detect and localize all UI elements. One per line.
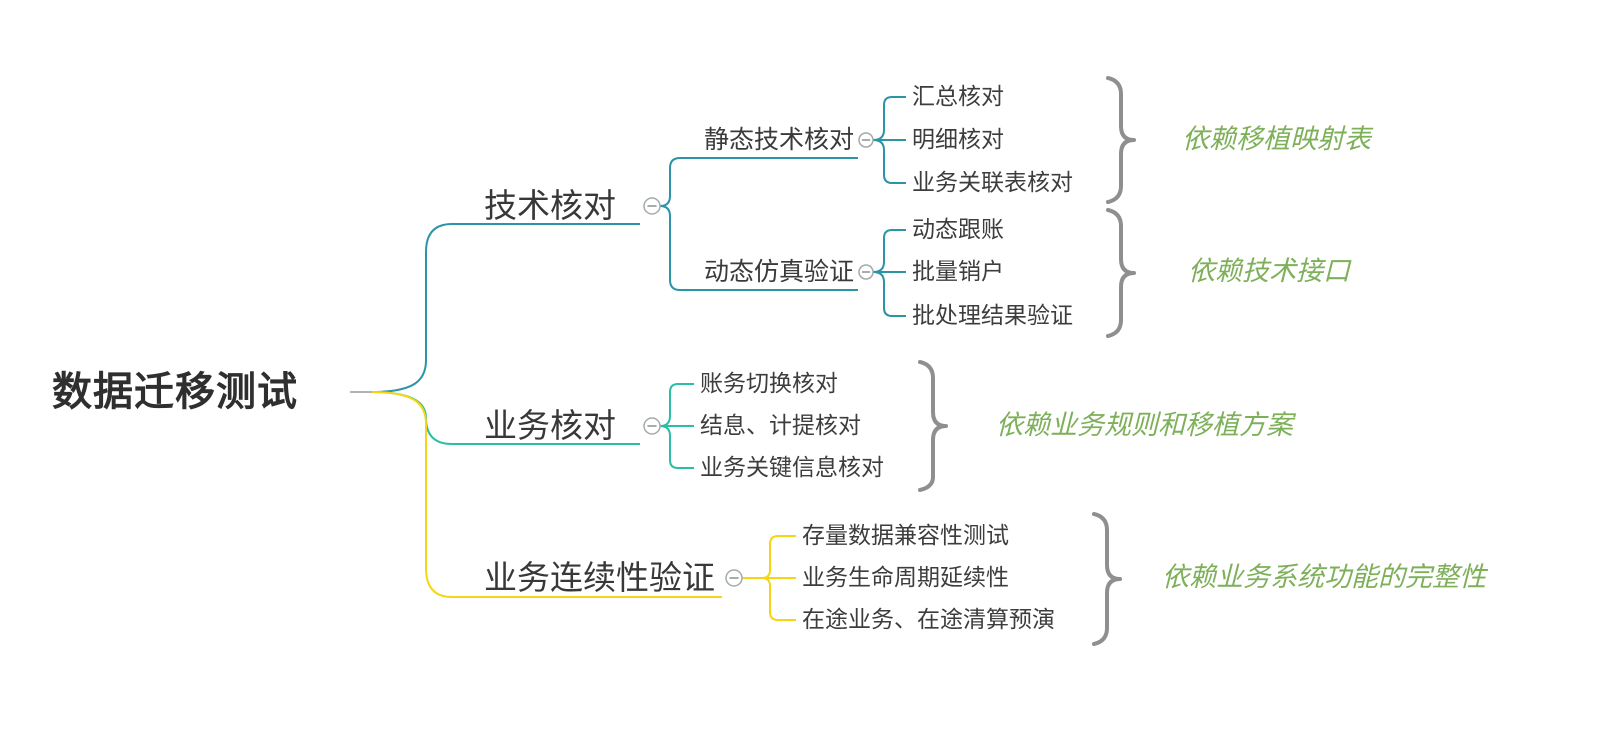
branch-continuity-verification[interactable]: 业务连续性验证 — [484, 558, 715, 597]
collapse-button-branch3[interactable] — [725, 569, 743, 587]
leaf-detail-check[interactable]: 明细核对 — [912, 127, 1004, 153]
leaf-summary-check[interactable]: 汇总核对 — [912, 84, 1004, 110]
collapse-button-branch1[interactable] — [643, 197, 661, 215]
branch-business-check[interactable]: 业务核对 — [484, 406, 616, 445]
collapse-button-group2[interactable] — [858, 264, 874, 280]
leaf-batch-result-verification[interactable]: 批处理结果验证 — [912, 303, 1073, 329]
collapse-button-branch2[interactable] — [643, 417, 661, 435]
leaf-interest-accrual-check[interactable]: 结息、计提核对 — [700, 413, 861, 439]
annotation-technical-interface[interactable]: 依赖技术接口 — [1188, 256, 1350, 287]
b2-leaf1-link — [659, 383, 694, 427]
brace-technical-interface — [1106, 208, 1136, 338]
annotation-mapping-table[interactable]: 依赖移植映射表 — [1182, 124, 1371, 155]
b2-leaf3-link — [659, 425, 694, 469]
group-dynamic-simulation[interactable]: 动态仿真验证 — [704, 257, 855, 286]
collapse-button-group1[interactable] — [858, 132, 874, 148]
annotation-business-rules[interactable]: 依赖业务规则和移植方案 — [996, 410, 1293, 441]
g1-leaf3-link — [872, 139, 906, 184]
leaf-dynamic-account-tracking[interactable]: 动态跟账 — [912, 217, 1004, 243]
branch3-link — [371, 391, 722, 598]
g2-leaf3-link — [872, 271, 906, 317]
b3-leaf1-link — [742, 535, 796, 579]
leaf-key-info-check[interactable]: 业务关键信息核对 — [700, 455, 884, 481]
leaf-lifecycle-continuity[interactable]: 业务生命周期延续性 — [802, 565, 1009, 591]
leaf-stock-data-compatibility[interactable]: 存量数据兼容性测试 — [802, 523, 1009, 549]
g2-leaf1-link — [872, 229, 906, 273]
group-static-technical-check[interactable]: 静态技术核对 — [704, 125, 855, 154]
leaf-batch-account-closing[interactable]: 批量销户 — [912, 259, 1004, 285]
b3-leaf3-link — [742, 577, 796, 621]
root-node[interactable]: 数据迁移测试 — [52, 369, 298, 415]
branch1-group1-link — [659, 157, 858, 207]
brace-mapping-table — [1106, 76, 1136, 204]
g1-leaf1-link — [872, 96, 906, 141]
branch-technical[interactable]: 技术核对 — [484, 186, 616, 225]
brace-system-integrity — [1092, 512, 1122, 646]
leaf-account-switch-check[interactable]: 账务切换核对 — [700, 371, 838, 397]
branch1-group2-link — [659, 205, 858, 291]
branch1-link — [371, 223, 640, 393]
annotation-system-integrity[interactable]: 依赖业务系统功能的完整性 — [1162, 562, 1486, 593]
brace-business-rules — [918, 360, 948, 492]
leaf-inflight-clearing-rehearsal[interactable]: 在途业务、在途清算预演 — [802, 607, 1055, 633]
leaf-association-table-check[interactable]: 业务关联表核对 — [912, 170, 1073, 196]
